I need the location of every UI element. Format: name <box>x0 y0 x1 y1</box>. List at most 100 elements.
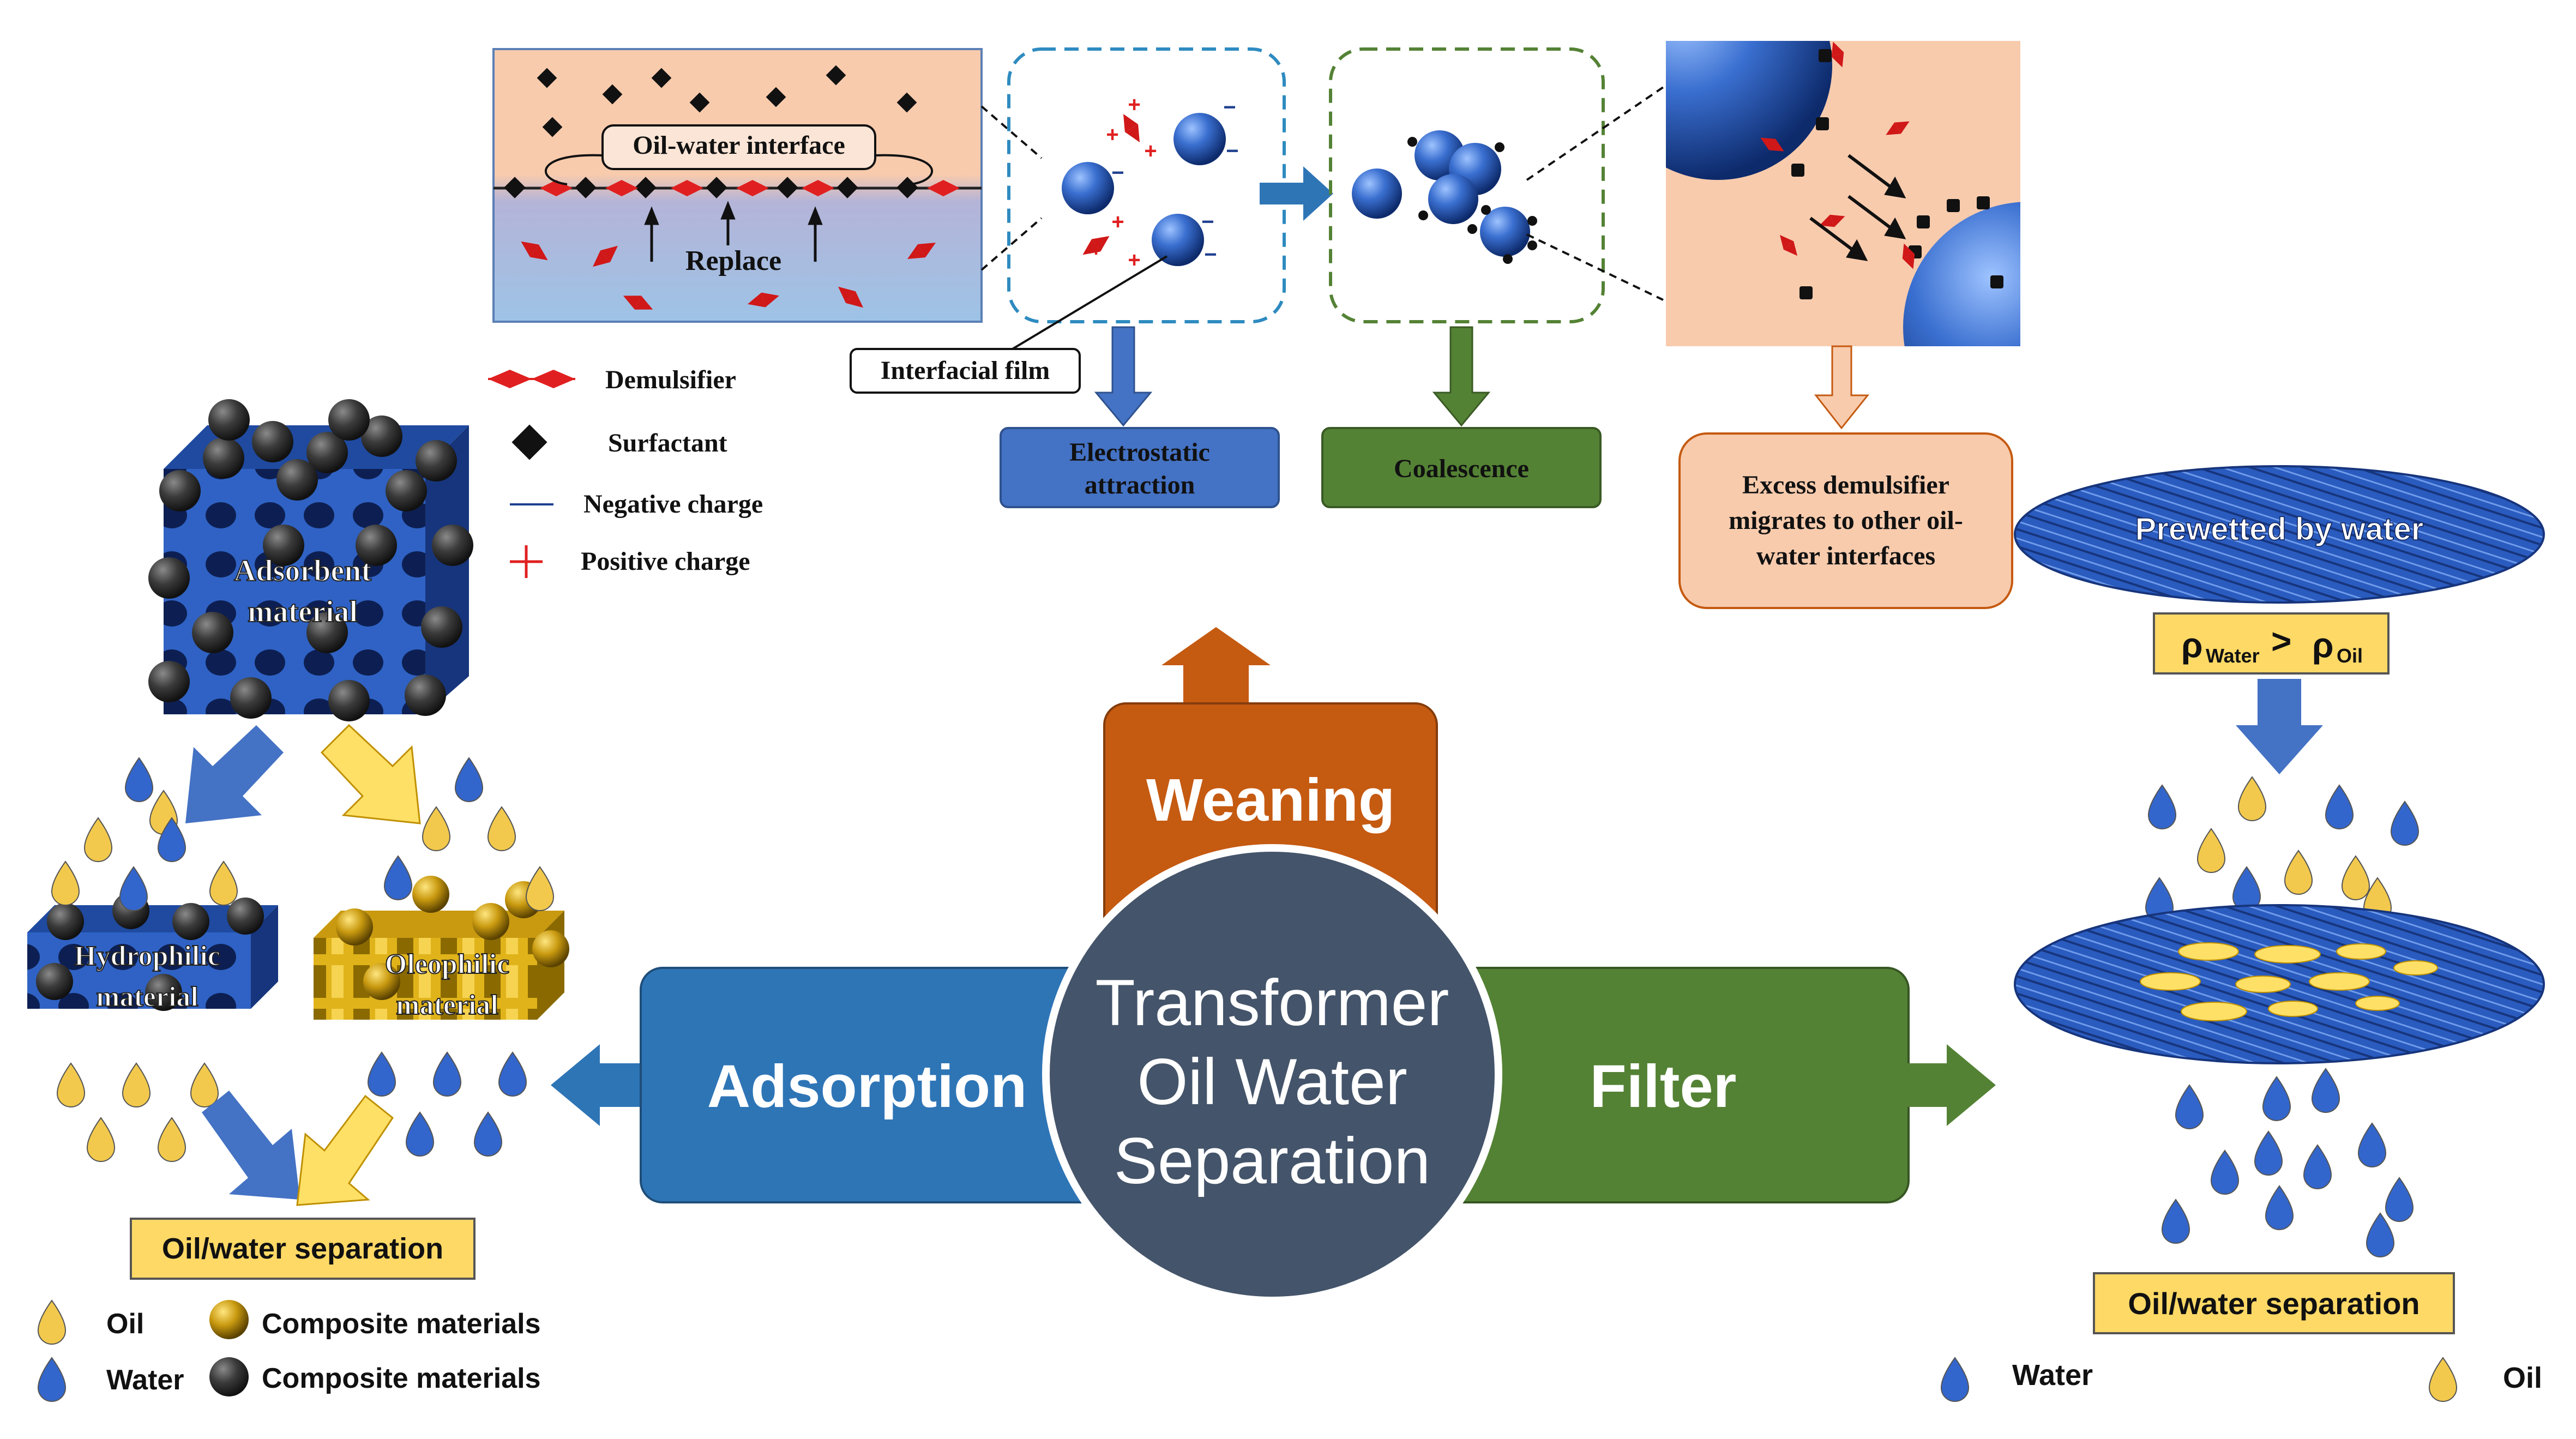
density-greater-than: > <box>2271 622 2291 661</box>
adsorption-result-box <box>130 1218 476 1280</box>
hydrophilic-label-line1: Hydrophilic <box>74 941 220 972</box>
density-rho-oil: ρ <box>2312 625 2334 665</box>
filter-arrow-head <box>1947 1044 1996 1126</box>
coalescence-down-arrow <box>1432 326 1491 427</box>
coalescence-label: Coalescence <box>1394 454 1529 483</box>
excess-down-arrow <box>1814 345 1870 430</box>
filter-droplets-above <box>2145 776 2419 922</box>
retained-oil-spots <box>2140 942 2438 1021</box>
oil-legend-icon <box>37 1299 67 1345</box>
positive-charge-legend-icon <box>510 545 543 578</box>
adsorbent-label-line1: Adsorbent <box>234 554 371 588</box>
filter-oil-legend-icon <box>2428 1357 2458 1402</box>
interfacial-film-box <box>850 348 1081 394</box>
interfacial-film-label: Interfacial film <box>881 356 1050 385</box>
oil-droplet <box>86 1117 116 1162</box>
composite-dark-legend-icon <box>209 1357 249 1396</box>
oil-droplet-sphere <box>1173 113 1226 165</box>
oil-droplet <box>487 806 516 851</box>
surfactant-legend-icon <box>511 424 547 460</box>
svg-text:−: − <box>1204 243 1217 267</box>
charge-marks: + + + + + + <box>1090 93 1157 272</box>
hydrophilic-down-arrow <box>202 1091 300 1200</box>
oleophilic-label-line1: Oleophilic <box>385 949 509 980</box>
density-box <box>2153 612 2390 675</box>
water-droplet <box>157 817 186 862</box>
legend-water: Water <box>106 1364 184 1396</box>
panel-demulsifiers <box>1082 114 1140 255</box>
legend-oil: Oil <box>106 1308 144 1340</box>
excess-label-line3: water interfaces <box>1756 541 1935 570</box>
interfacial-film-pointer <box>1002 255 1168 356</box>
electrostatic-label-line2: attraction <box>1085 471 1195 499</box>
water-droplet <box>119 866 148 911</box>
filter-label: Filter <box>1590 1053 1737 1120</box>
adsorbent-label-line2: material <box>248 595 358 629</box>
density-water-subscript: Water <box>2206 645 2260 667</box>
center-title-line3: Separation <box>1114 1124 1430 1197</box>
top-legend: Demulsifier Surfactant Negative charge P… <box>488 365 763 578</box>
migration-panel <box>1666 41 2020 346</box>
coalescence-panel <box>1329 47 1605 323</box>
interface-label-callout <box>545 154 603 185</box>
water-droplet <box>383 855 413 900</box>
oil-droplet <box>51 860 80 906</box>
adsorption-result-label: Oil/water separation <box>162 1232 443 1265</box>
svg-text:−: − <box>1226 139 1238 163</box>
density-rho-water: ρ <box>2181 625 2203 665</box>
electrostatic-panel-frame <box>1007 47 1286 323</box>
migration-arrows <box>1809 154 1906 261</box>
adsorbent-cube: Adsorbent material <box>148 399 473 721</box>
filter-legend-water: Water <box>2012 1359 2093 1392</box>
legend-composite-dark: Composite materials <box>262 1363 541 1394</box>
water-droplet <box>498 1051 527 1097</box>
filter-water-legend-icon <box>1940 1357 1970 1402</box>
oil-droplet-sphere <box>1062 162 1114 214</box>
excess-label-line1: Excess demulsifier <box>1742 471 1949 499</box>
legend-positive: Positive charge <box>581 547 750 576</box>
central-hub: Weaning Adsorption Filter Transformer Oi… <box>551 627 1996 1304</box>
electrostatic-panel: + + + + + + − − − − − <box>1002 47 1286 356</box>
svg-text:+: + <box>1111 210 1124 234</box>
replace-label: Replace <box>685 245 781 276</box>
oil-droplet <box>56 1062 86 1107</box>
center-title-line1: Transformer <box>1096 966 1449 1039</box>
hydrophilic-material: Hydrophilic material <box>27 892 278 1013</box>
blue-right-arrow <box>1260 166 1333 221</box>
water-droplet <box>473 1111 503 1157</box>
svg-text:+: + <box>1106 123 1118 147</box>
electrostatic-down-arrow <box>1094 326 1153 427</box>
oleophilic-label-line2: material <box>396 990 498 1021</box>
replace-arrows <box>644 201 823 262</box>
oil-droplet <box>422 806 451 851</box>
oil-droplet <box>190 1062 219 1107</box>
free-demulsifiers <box>521 241 936 310</box>
oleophilic-down-arrow <box>296 1094 394 1206</box>
coalescence-panel-frame <box>1329 47 1605 323</box>
svg-text:+: + <box>1128 93 1140 117</box>
water-legend-icon <box>37 1357 67 1402</box>
adsorption-arrow-head <box>551 1044 600 1126</box>
svg-text:−: − <box>1201 210 1214 234</box>
water-droplet <box>124 757 154 802</box>
oil-droplet <box>122 1062 151 1107</box>
adsorbent-to-oleophilic-arrow <box>320 724 421 824</box>
density-oil-subscript: Oil <box>2337 645 2363 667</box>
oil-droplet <box>83 817 113 862</box>
water-droplet <box>432 1051 462 1097</box>
large-oil-droplet <box>1903 202 2020 346</box>
svg-text:−: − <box>1223 95 1236 119</box>
excess-label-line2: migrates to other oil- <box>1729 506 1963 535</box>
hydrophilic-label-line2: material <box>96 982 198 1013</box>
adsorption-label: Adsorption <box>707 1053 1027 1120</box>
electrostatic-box <box>1000 427 1280 508</box>
interface-label: Oil-water interface <box>633 131 845 160</box>
center-circle <box>1042 844 1502 1304</box>
interface-label-box <box>601 124 876 170</box>
top-demulsification-section: Oil-water interface Replace + + + + + + … <box>492 41 2020 609</box>
oil-droplet-sphere <box>1152 214 1204 266</box>
electrostatic-label-line1: Electrostatic <box>1069 438 1210 467</box>
adsorption-droplets <box>51 757 555 1162</box>
filter-legend-oil: Oil <box>2503 1362 2542 1394</box>
water-droplet <box>454 757 484 802</box>
